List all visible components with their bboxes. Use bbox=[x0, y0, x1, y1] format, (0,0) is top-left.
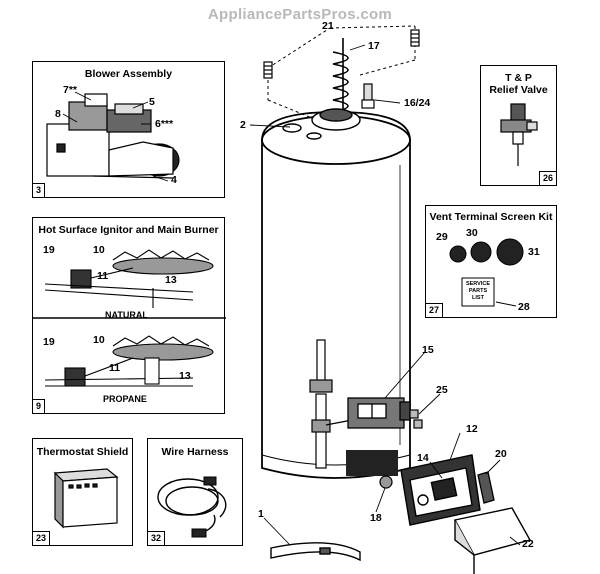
callout-17: 17 bbox=[368, 40, 380, 52]
tp-valve-drawing bbox=[500, 103, 538, 166]
base-strap bbox=[270, 542, 361, 562]
callout-6: 6*** bbox=[155, 118, 174, 130]
ignitor-burner-drawing bbox=[33, 249, 226, 387]
gas-control-valve bbox=[347, 397, 411, 429]
blower-box-number: 3 bbox=[33, 183, 46, 197]
card-line-2: PARTS bbox=[468, 288, 488, 294]
callout-16-24: 16/24 bbox=[404, 97, 431, 109]
wire-harness-drawing bbox=[157, 476, 227, 538]
propane-label: PROPANE bbox=[103, 394, 147, 404]
vent-terminal-kit-box: Vent Terminal Screen Kit 29 30 31 SERVIC… bbox=[425, 205, 557, 318]
callout-28: 28 bbox=[518, 301, 530, 313]
callout-21: 21 bbox=[322, 20, 334, 32]
callout-19-natural: 19 bbox=[43, 244, 55, 256]
flue-collar bbox=[282, 108, 361, 140]
callout-22: 22 bbox=[522, 538, 534, 550]
gas-pipe bbox=[309, 339, 353, 469]
callout-10-propane: 10 bbox=[93, 334, 105, 346]
vent-pipe-connectors bbox=[267, 25, 416, 119]
callout-12: 12 bbox=[466, 423, 478, 435]
relief-fitting bbox=[409, 409, 423, 429]
callout-20: 20 bbox=[495, 448, 507, 460]
bracket bbox=[477, 471, 495, 504]
flue-baffle bbox=[332, 38, 349, 118]
thermostat-shield-box: Thermostat Shield 23 bbox=[32, 438, 133, 546]
thermostat-shield-title: Thermostat Shield bbox=[36, 446, 129, 458]
anode-fitting bbox=[361, 83, 375, 109]
callout-19-propane: 19 bbox=[43, 336, 55, 348]
outer-door bbox=[400, 454, 481, 526]
vent-kit-title: Vent Terminal Screen Kit bbox=[429, 211, 553, 223]
callout-13-propane: 13 bbox=[179, 370, 191, 382]
callout-29: 29 bbox=[436, 231, 448, 243]
blower-drawing bbox=[46, 91, 180, 182]
callout-7: 7** bbox=[63, 84, 78, 96]
natural-label: NATURAL bbox=[105, 310, 148, 320]
callout-8: 8 bbox=[55, 108, 61, 120]
callout-31: 31 bbox=[528, 246, 540, 258]
callout-13-natural: 13 bbox=[165, 274, 177, 286]
ignitor-box-number: 9 bbox=[33, 399, 46, 413]
blower-assembly-title: Blower Assembly bbox=[84, 68, 173, 80]
tp-title-line1: T & P bbox=[505, 72, 532, 84]
callout-2: 2 bbox=[240, 119, 246, 131]
pipe-nipples bbox=[263, 29, 420, 79]
callout-10-natural: 10 bbox=[93, 244, 105, 256]
callout-18: 18 bbox=[370, 512, 382, 524]
leader-lines bbox=[249, 44, 521, 546]
blower-assembly-box: Blower Assembly 7** 5 8 bbox=[32, 61, 225, 198]
ignitor-burner-box: Hot Surface Ignitor and Main Burner bbox=[32, 217, 226, 414]
thermostat-box-number: 23 bbox=[33, 531, 51, 545]
card-line-3: LIST bbox=[472, 295, 484, 301]
card-line-1: SERVICE bbox=[465, 281, 491, 287]
callout-15: 15 bbox=[422, 344, 434, 356]
tp-relief-valve-box: T & P Relief Valve 26 bbox=[480, 65, 557, 186]
vent-screens-drawing bbox=[449, 238, 524, 307]
service-parts-card: SERVICE PARTS LIST bbox=[465, 281, 491, 302]
callout-4: 4 bbox=[171, 174, 177, 186]
callout-14: 14 bbox=[417, 452, 429, 464]
wire-harness-box-number: 32 bbox=[148, 531, 166, 545]
callout-5: 5 bbox=[149, 96, 155, 108]
thermostat-shield-drawing bbox=[53, 468, 119, 529]
wire-harness-box: Wire Harness 32 bbox=[147, 438, 243, 546]
callout-25: 25 bbox=[436, 384, 448, 396]
door-shield bbox=[453, 507, 532, 574]
drain-valve bbox=[379, 475, 393, 489]
callout-11-propane: 11 bbox=[109, 362, 121, 374]
callout-30: 30 bbox=[466, 227, 478, 239]
callout-1: 1 bbox=[258, 508, 264, 520]
watermark: AppliancePartsPros.com bbox=[207, 6, 393, 23]
tp-box-number: 26 bbox=[538, 171, 556, 185]
callout-11-natural: 11 bbox=[97, 270, 109, 282]
vent-box-number: 27 bbox=[426, 303, 444, 317]
ignitor-burner-title: Hot Surface Ignitor and Main Burner bbox=[38, 224, 219, 236]
wire-harness-title: Wire Harness bbox=[161, 446, 229, 458]
tp-title-line2: Relief Valve bbox=[489, 84, 548, 96]
